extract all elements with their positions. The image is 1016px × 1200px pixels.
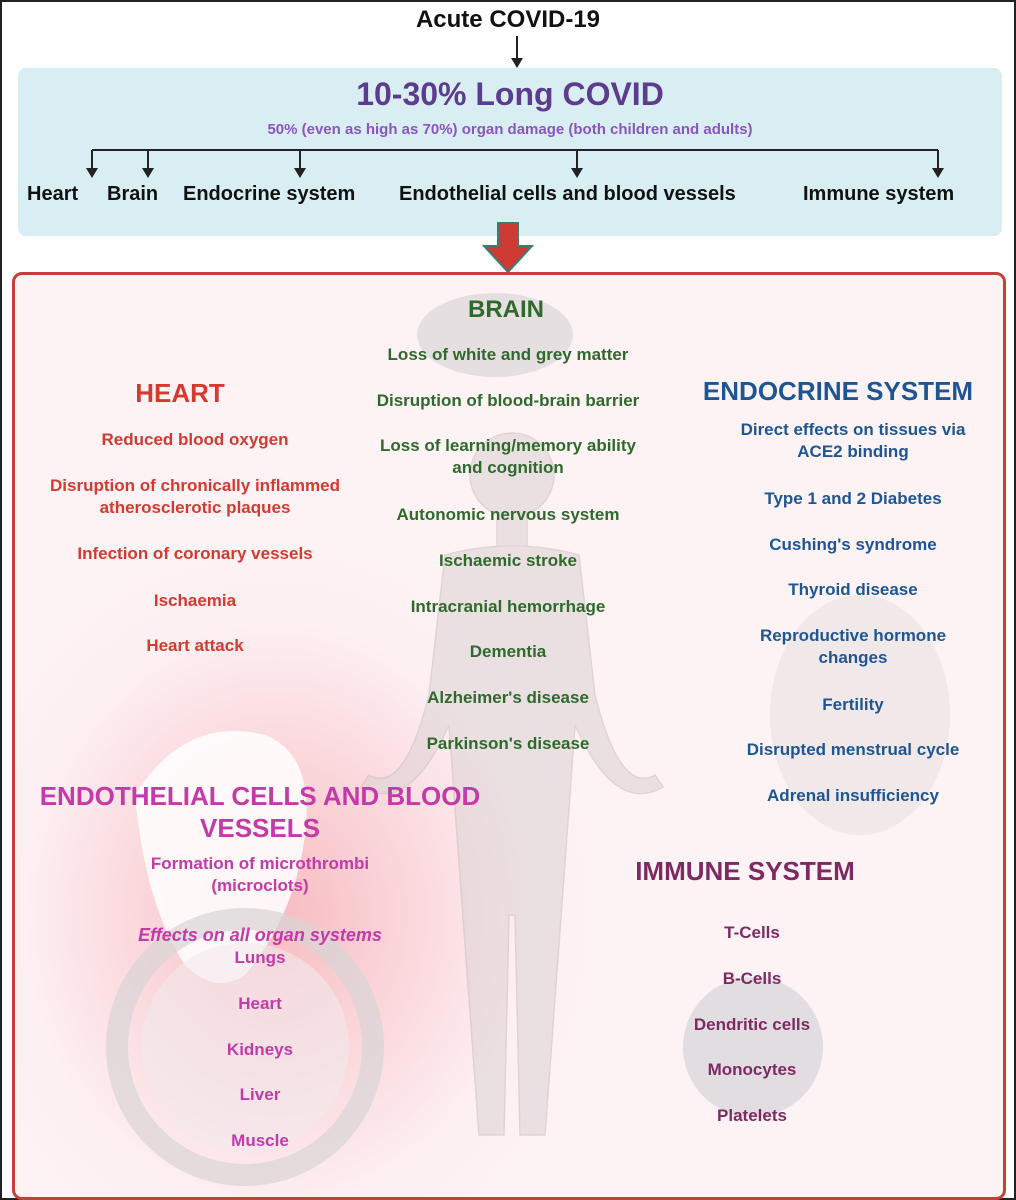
brain-item: Ischaemic stroke bbox=[439, 551, 577, 570]
organ-damage-panel bbox=[12, 272, 1006, 1200]
brain-item: Autonomic nervous system bbox=[396, 505, 620, 524]
heart-item: Disruption of chronically inflammed athe… bbox=[50, 476, 340, 517]
endocrine-item: Direct effects on tissues via ACE2 bindi… bbox=[740, 420, 966, 461]
brain-item: Disruption of blood-brain barrier bbox=[376, 391, 640, 410]
endocrine-item: Thyroid disease bbox=[788, 580, 918, 599]
red-down-arrow-icon bbox=[482, 222, 534, 274]
endothelial-effects-heading: Effects on all organ systems bbox=[138, 925, 382, 945]
blood-vessel-ring-icon bbox=[106, 908, 384, 1186]
brain-item: Loss of learning/memory ability and cogn… bbox=[379, 436, 636, 477]
brain-item: Intracranial hemorrhage bbox=[410, 597, 606, 616]
endocrine-item: Cushing's syndrome bbox=[769, 535, 937, 554]
brain-item: Loss of white and grey matter bbox=[387, 345, 629, 364]
immune-item: T-Cells bbox=[724, 923, 780, 942]
long-covid-title: 10-30% Long COVID bbox=[356, 76, 664, 112]
endothelial-section-title: ENDOTHELIAL CELLS AND BLOOD VESSELS bbox=[39, 781, 481, 843]
organ-label-brain: Brain bbox=[107, 183, 159, 205]
endothelial-organ-item: Muscle bbox=[231, 1131, 289, 1150]
brain-item: Alzheimer's disease bbox=[427, 688, 589, 707]
branch-connectors bbox=[86, 149, 944, 178]
brain-item: Parkinson's disease bbox=[426, 734, 590, 753]
endocrine-item: Disrupted menstrual cycle bbox=[746, 740, 960, 759]
organ-label-immune: Immune system bbox=[803, 183, 955, 205]
immune-item: B-Cells bbox=[722, 969, 782, 988]
human-body-silhouette-icon bbox=[359, 432, 665, 1136]
brain-section-title: BRAIN bbox=[468, 296, 544, 323]
heart-item: Infection of coronary vessels bbox=[77, 544, 313, 563]
acute-covid-title: Acute COVID-19 bbox=[415, 6, 601, 33]
long-covid-subtitle: 50% (even as high as 70%) organ damage (… bbox=[267, 121, 753, 138]
heart-section-title: HEART bbox=[135, 378, 225, 408]
organ-label-endocrine: Endocrine system bbox=[183, 183, 356, 205]
heart-item: Reduced blood oxygen bbox=[101, 430, 289, 449]
endothelial-organ-item: Liver bbox=[239, 1085, 281, 1104]
endothelial-organ-item: Lungs bbox=[234, 948, 286, 967]
endothelial-item: Formation of microthrombi (microclots) bbox=[150, 854, 370, 895]
heart-item: Ischaemia bbox=[153, 591, 237, 610]
immune-item: Platelets bbox=[717, 1106, 787, 1125]
endocrine-section-title: ENDOCRINE SYSTEM bbox=[702, 376, 974, 406]
immune-section-title: IMMUNE SYSTEM bbox=[635, 856, 855, 886]
endothelial-organ-item: Heart bbox=[238, 994, 282, 1013]
brain-illustration-icon bbox=[417, 293, 573, 377]
down-arrow-icon bbox=[511, 36, 523, 68]
organ-label-endothelial: Endothelial cells and blood vessels bbox=[399, 183, 736, 205]
immune-cell-icon bbox=[683, 977, 823, 1117]
endothelial-organ-item: Kidneys bbox=[226, 1040, 294, 1059]
brain-item: Dementia bbox=[469, 642, 547, 661]
long-covid-banner bbox=[18, 68, 1002, 236]
heart-item: Heart attack bbox=[146, 636, 244, 655]
endocrine-item: Reproductive hormone changes bbox=[759, 626, 947, 667]
immune-item: Dendritic cells bbox=[693, 1015, 811, 1034]
endocrine-item: Fertility bbox=[822, 695, 884, 714]
endocrine-item: Adrenal insufficiency bbox=[767, 786, 939, 805]
immune-item: Monocytes bbox=[707, 1060, 797, 1079]
endocrine-item: Type 1 and 2 Diabetes bbox=[764, 489, 942, 508]
organ-label-heart: Heart bbox=[27, 183, 79, 205]
endocrine-figure-icon bbox=[770, 595, 950, 835]
background-illustrations bbox=[106, 293, 950, 1186]
